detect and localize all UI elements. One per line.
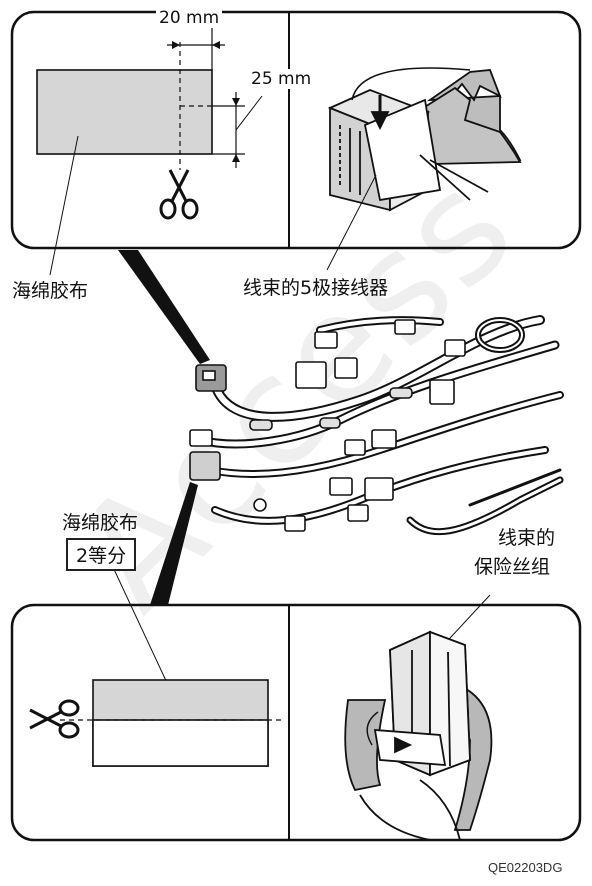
bottom-pointer <box>150 482 198 605</box>
connector-with-tape-illustration <box>327 67 522 212</box>
five-pin-connector-label: 线束的5极接线器 <box>243 277 389 299</box>
dimension-20mm-label: 20 mm <box>156 8 223 28</box>
figure-code: QE02203DG <box>488 860 563 875</box>
fuse-label-line2: 保险丝组 <box>474 556 551 578</box>
sponge-tape-label-2: 海绵胶布 <box>62 512 139 534</box>
scissors-icon <box>29 699 80 739</box>
dimension-25mm-label: 25 mm <box>248 69 315 89</box>
fuse-label-line1: 线束的 <box>498 527 556 549</box>
top-panel-frame <box>10 10 582 250</box>
sponge-tape-label: 海绵胶布 <box>12 280 89 302</box>
sponge-tape-rect <box>36 69 213 155</box>
connector-leader <box>326 174 377 271</box>
tape-leader <box>49 135 79 276</box>
scissors-icon <box>159 169 199 220</box>
fuse-block-with-tape-illustration <box>344 630 493 841</box>
harness-connectors <box>189 319 466 532</box>
bottom-panel-frame <box>10 603 582 842</box>
fuse-block-connector <box>189 451 221 481</box>
wire-harness-illustration <box>195 315 564 536</box>
divide-leader <box>111 564 176 701</box>
divide-in-two-label: 2等分 <box>66 538 137 571</box>
top-pointer <box>118 250 210 364</box>
